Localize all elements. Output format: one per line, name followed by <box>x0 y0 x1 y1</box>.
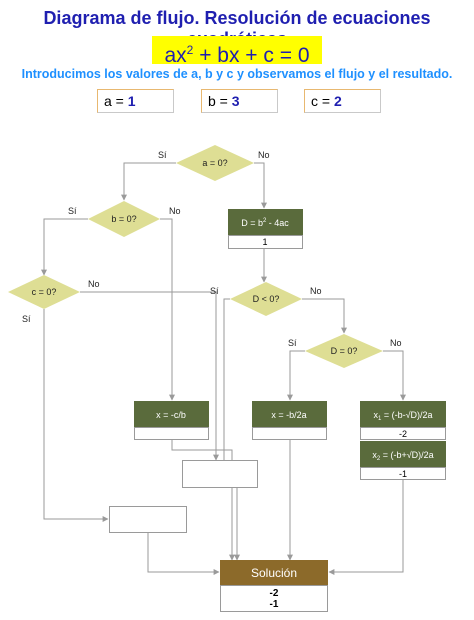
edge-linear-to-solution <box>171 440 235 561</box>
edge-c-no <box>80 291 219 461</box>
discriminant-box: D = b2 - 4ac 1 <box>228 209 303 249</box>
a-yes-label: Sí <box>158 150 167 160</box>
decision-b-zero-label: b = 0? <box>111 214 136 224</box>
root1-subscript: 1 <box>378 416 382 422</box>
root1-box: x1 = (-b-√D)/2a -2 <box>360 401 446 440</box>
root2-value: -1 <box>399 469 407 479</box>
dzero-no-label: No <box>390 338 402 348</box>
double-root-label: x = -b/2a <box>271 410 306 420</box>
root2-label: x2 = (-b+√D)/2a <box>372 450 433 462</box>
dneg-no-label: No <box>310 286 322 296</box>
c-yes-label: Sí <box>22 314 31 324</box>
edge-a-yes <box>121 162 176 201</box>
edge-empty-to-solution <box>147 532 220 575</box>
edge-b-no <box>160 218 175 401</box>
input-a-label: a = <box>104 93 128 109</box>
a-no-label: No <box>258 150 270 160</box>
dneg-yes-label: Sí <box>210 286 219 296</box>
b-yes-label: Sí <box>68 206 77 216</box>
equation-highlight <box>152 36 322 64</box>
root2-label-pre: x <box>372 450 377 460</box>
input-b-value: 3 <box>231 93 240 109</box>
decision-d-zero: D = 0? <box>305 334 383 368</box>
c-no-label: No <box>88 279 100 289</box>
discriminant-value: 1 <box>262 237 267 247</box>
linear-box: x = -c/b <box>134 401 209 440</box>
input-a-value: 1 <box>127 93 136 109</box>
intro-text: Introducimos los valores de a, b y c y o… <box>21 67 453 81</box>
root2-label-post: = (-b+√D)/2a <box>380 450 433 460</box>
equation-right: + bx + c = 0 <box>193 44 310 67</box>
root1-value: -2 <box>399 429 407 439</box>
decision-c-zero: c = 0? <box>8 275 80 309</box>
linear-label: x = -c/b <box>156 410 186 420</box>
decision-a-zero: a = 0? <box>176 145 254 181</box>
edge-dneg-yes <box>221 298 230 471</box>
equation-exponent: 2 <box>186 43 194 57</box>
decision-b-zero: b = 0? <box>88 201 160 237</box>
root1-label-pre: x <box>373 410 378 420</box>
decision-d-zero-label: D = 0? <box>331 346 358 356</box>
edge-dzero-yes <box>287 350 305 401</box>
empty-box-left <box>109 506 187 533</box>
dzero-yes-label: Sí <box>288 338 297 348</box>
root1-label-post: = (-b-√D)/2a <box>381 410 432 420</box>
solution-value-1: -2 <box>270 588 279 599</box>
b-no-label: No <box>169 206 181 216</box>
discriminant-exponent: 2 <box>263 218 267 224</box>
connectors <box>41 162 406 575</box>
edge-roots-to-solution <box>328 480 404 575</box>
empty-box-middle <box>182 460 258 488</box>
decision-d-negative-label: D < 0? <box>253 294 280 304</box>
decision-d-negative: D < 0? <box>230 282 302 316</box>
equation-left: ax <box>164 44 187 67</box>
input-a[interactable]: a = 1 <box>97 89 174 113</box>
solution-value-2: -1 <box>270 599 279 610</box>
edge-dzero-no <box>383 350 406 401</box>
edge-c-yes <box>43 309 109 522</box>
discriminant-label-post: - 4ac <box>266 218 289 228</box>
root2-subscript: 2 <box>377 456 381 462</box>
edge-a-no <box>254 162 267 209</box>
decision-a-zero-label: a = 0? <box>202 158 227 168</box>
decision-c-zero-label: c = 0? <box>32 287 57 297</box>
discriminant-label-pre: D = b <box>241 218 263 228</box>
edge-b-yes <box>41 218 88 276</box>
input-b[interactable]: b = 3 <box>201 89 278 113</box>
double-root-box: x = -b/2a <box>252 401 327 440</box>
solution-label: Solución <box>251 566 297 580</box>
input-b-label: b = <box>208 93 232 109</box>
input-c-value: 2 <box>333 93 342 109</box>
discriminant-label: D = b2 - 4ac <box>241 218 289 228</box>
input-c[interactable]: c = 2 <box>304 89 381 113</box>
edge-dneg-no <box>302 298 347 334</box>
root1-label: x1 = (-b-√D)/2a <box>373 410 432 422</box>
input-c-label: c = <box>311 93 334 109</box>
equation: ax2 + bx + c = 0 <box>152 36 322 70</box>
root2-box: x2 = (-b+√D)/2a -1 <box>360 441 446 480</box>
solution-box: Solución -2 -1 <box>220 560 328 612</box>
